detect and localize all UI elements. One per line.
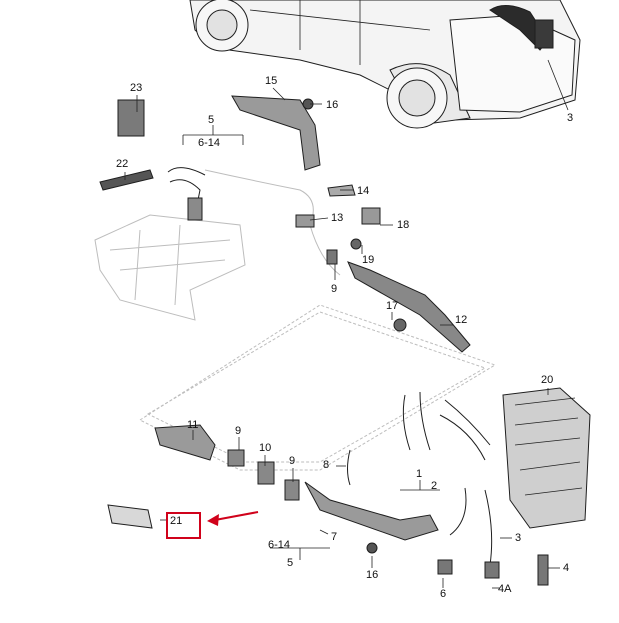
vehicle-illustration <box>189 0 581 129</box>
callout-8: 8 <box>323 459 330 471</box>
callout-13: 13 <box>331 212 344 224</box>
callout-5-lower: 5 <box>287 557 294 569</box>
callout-3-vehicle: 3 <box>567 112 574 124</box>
callout-3-lower: 3 <box>515 532 522 544</box>
callout-20: 20 <box>541 374 554 386</box>
callout-11: 11 <box>187 419 199 431</box>
callout-6-14-upper: 6-14 <box>198 137 221 149</box>
callout-16-lower: 16 <box>366 569 379 581</box>
callout-12: 12 <box>455 314 468 326</box>
lower-harness <box>107 391 549 586</box>
callout-1: 1 <box>416 468 423 480</box>
callout-14: 14 <box>357 185 370 197</box>
callout-23: 23 <box>130 82 143 94</box>
callout-18: 18 <box>397 219 410 231</box>
callout-5-upper: 5 <box>208 114 215 126</box>
callout-2: 2 <box>431 480 438 492</box>
highlight-box-21 <box>166 512 201 539</box>
callout-22: 22 <box>116 158 129 170</box>
underbody-illustration <box>94 214 246 321</box>
callout-6-14-lower: 6-14 <box>268 539 291 551</box>
callout-6: 6 <box>440 588 447 600</box>
callout-15: 15 <box>265 75 278 87</box>
callout-16-upper: 16 <box>326 99 339 111</box>
callout-4: 4 <box>563 562 570 574</box>
callout-17: 17 <box>386 300 399 312</box>
callout-19: 19 <box>362 254 375 266</box>
callout-10: 10 <box>259 442 272 454</box>
callout-9-upper: 9 <box>331 283 338 295</box>
leader-lines <box>124 59 569 589</box>
callout-4a: 4A <box>498 583 512 595</box>
callout-9-mid: 9 <box>289 455 296 467</box>
upper-harness <box>99 95 471 353</box>
callout-7: 7 <box>331 531 338 543</box>
control-unit-illustration <box>502 387 591 529</box>
callout-21: 21 <box>170 515 183 527</box>
callout-9-left: 9 <box>235 425 242 437</box>
